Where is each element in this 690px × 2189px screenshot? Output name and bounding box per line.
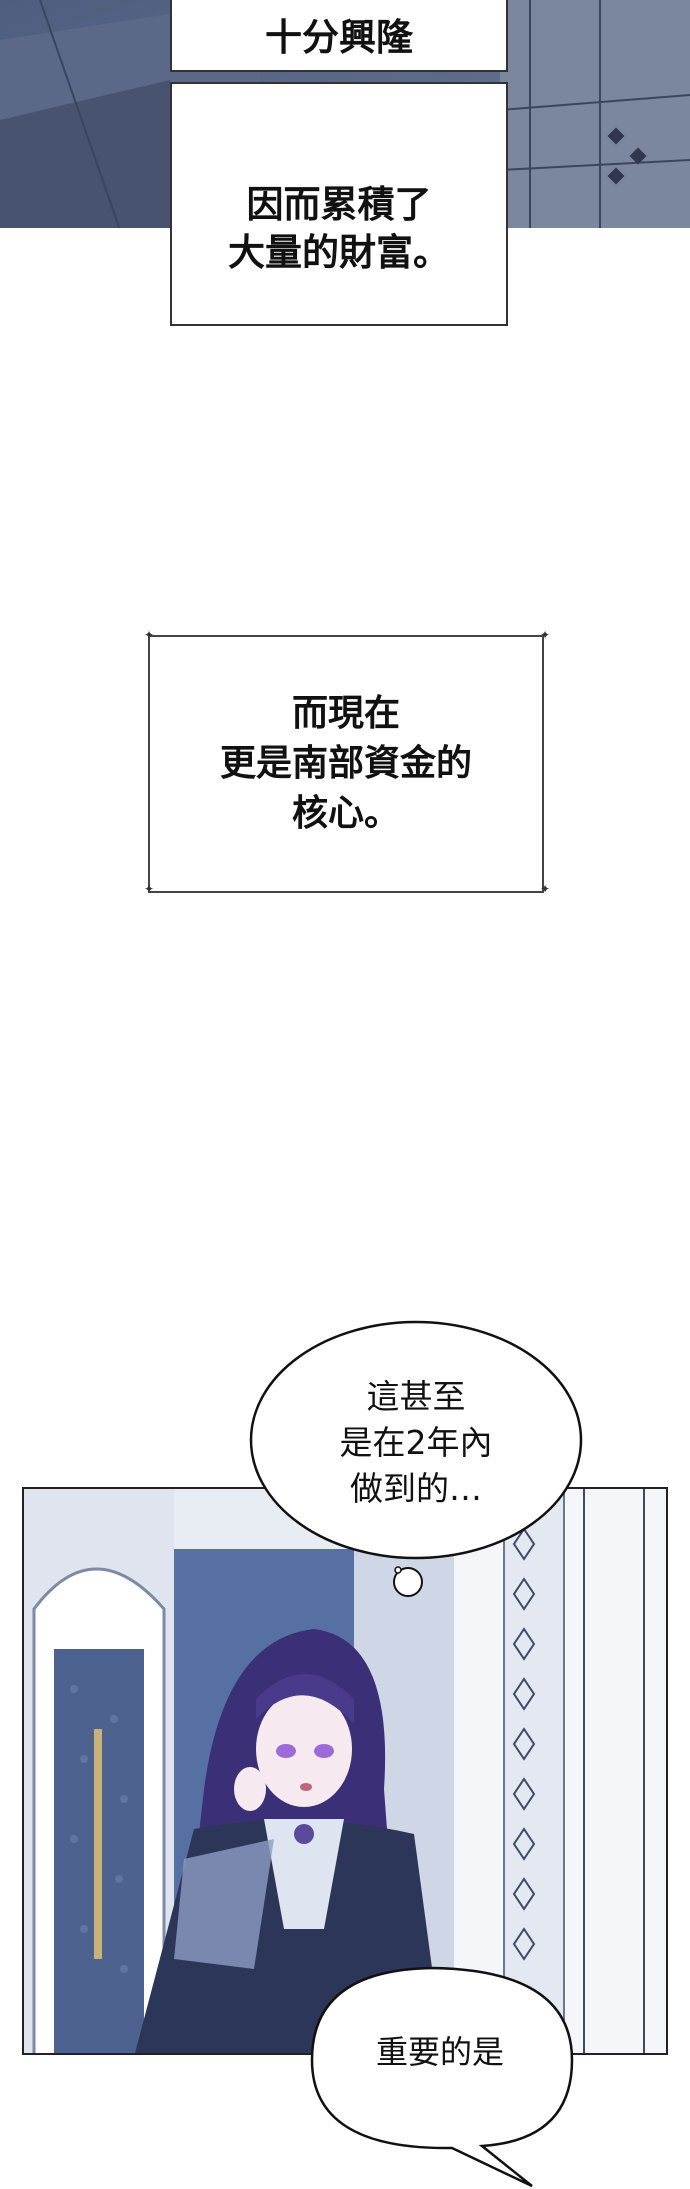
corner-ornament-icon: ✦	[540, 628, 551, 642]
speech-bubble-2-text: 重要的是	[375, 2033, 504, 2071]
narration-box-wealth: 因而累積了 大量的財富。	[170, 82, 508, 326]
speech-bubble-1: 這甚至 是在2年內 做到的…	[248, 1320, 584, 1600]
narration-line: 核心。	[291, 793, 400, 834]
speech-bubble-2: 重要的是	[282, 1950, 582, 2189]
narration-box-top-partial: 十分興隆	[170, 0, 508, 72]
bubble-line: 這甚至	[366, 1377, 466, 1416]
narration-line: 而現在	[291, 693, 400, 734]
narration-box-core: ✦ ✦ ✦ ✦ 而現在 更是南部資金的 核心。	[144, 629, 550, 895]
bubble-line: 做到的…	[350, 1469, 482, 1508]
bottom-panel-art	[22, 1487, 668, 2055]
corner-ornament-icon: ✦	[540, 882, 551, 896]
narration-line: 因而累積了	[246, 183, 432, 226]
narration-top-partial-text: 十分興隆	[265, 16, 413, 59]
narration-line: 更是南部資金的	[219, 743, 472, 784]
corner-ornament-icon: ✦	[144, 882, 155, 896]
corner-ornament-icon: ✦	[144, 628, 155, 642]
speech-bubble-1-text: 這甚至 是在2年內 做到的…	[248, 1374, 584, 1512]
narration-line: 大量的財富。	[228, 231, 450, 274]
bubble-line: 是在2年內	[339, 1423, 493, 1462]
